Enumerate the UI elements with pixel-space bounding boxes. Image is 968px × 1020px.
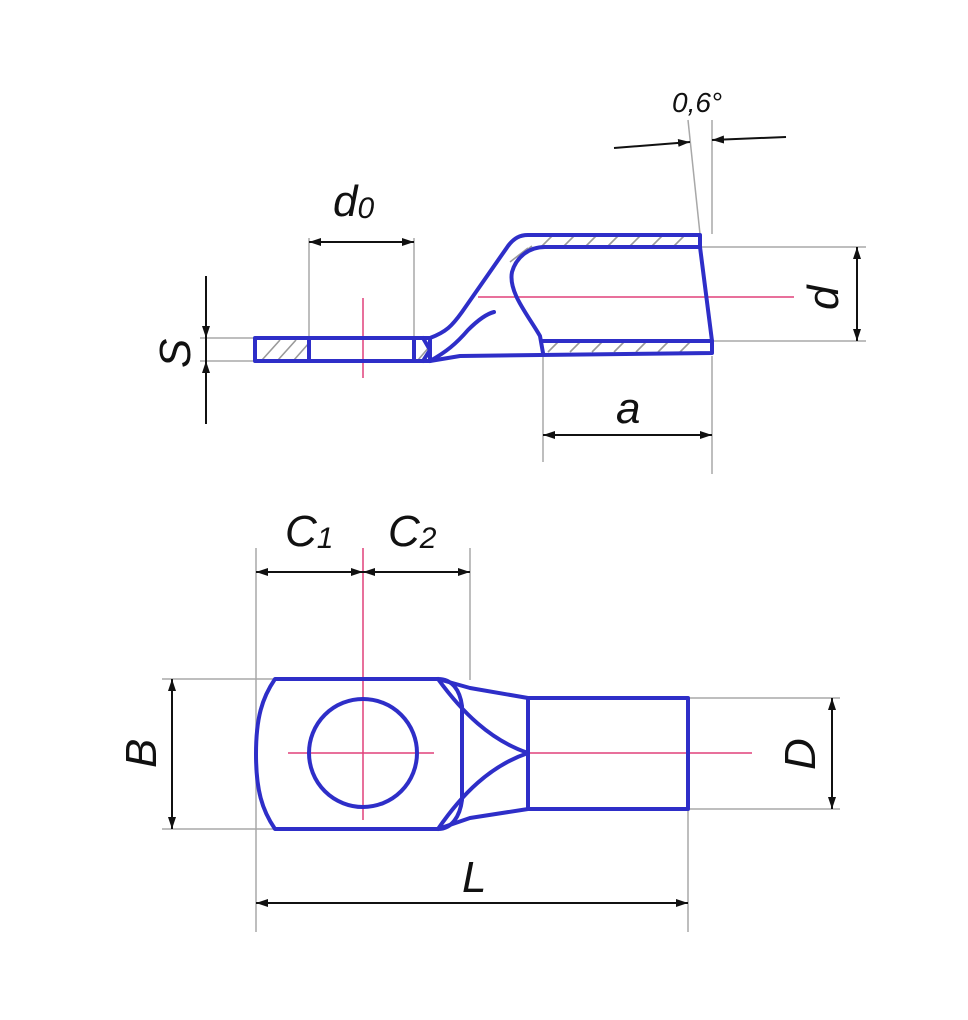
bolt-hole xyxy=(307,697,419,809)
s-label: S xyxy=(151,339,200,368)
side-view: d0 S d a 0,6° xyxy=(151,87,866,474)
side-dimension-lines xyxy=(202,135,861,439)
l-label: L xyxy=(462,853,486,902)
angle-arrow-left xyxy=(613,138,691,149)
plan-outline xyxy=(254,677,690,831)
d-label: d xyxy=(799,284,848,310)
b-label: B xyxy=(117,739,166,768)
angle-arrow-right xyxy=(711,135,787,144)
plan-view: C1 C2 B D L xyxy=(117,507,840,932)
d0-label: d0 xyxy=(333,177,374,226)
side-extension-lines xyxy=(200,119,866,474)
side-outline xyxy=(253,233,714,363)
plan-centerlines xyxy=(288,548,752,820)
angle-label: 0,6° xyxy=(672,87,722,118)
big-d-label: D xyxy=(776,738,825,770)
a-label: a xyxy=(616,384,640,433)
c2-label: C2 xyxy=(388,507,437,556)
plan-dimension-lines xyxy=(168,568,836,907)
barrel-outline xyxy=(526,696,690,811)
palm-outline xyxy=(254,677,464,831)
c1-label: C1 xyxy=(285,507,333,556)
neck-outline xyxy=(436,677,530,831)
